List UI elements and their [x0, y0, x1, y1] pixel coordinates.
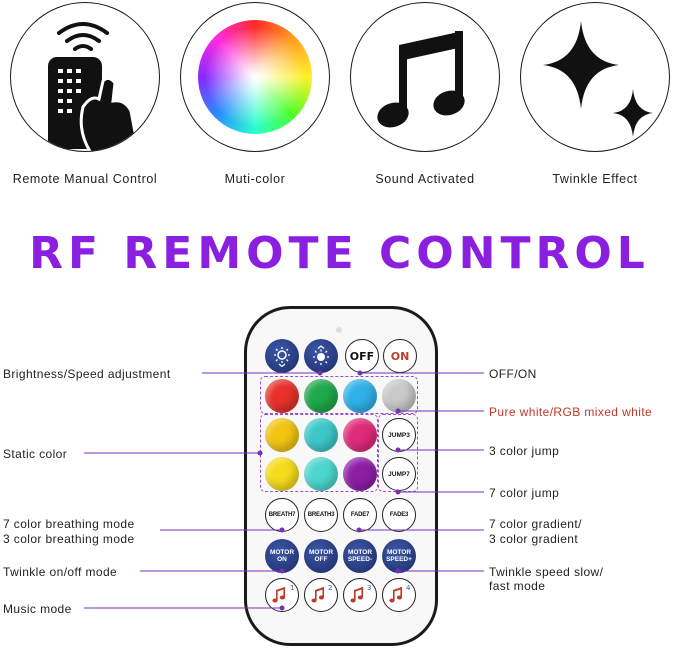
- music-note-icon: 4: [389, 584, 411, 603]
- music-mode-2-button[interactable]: 2: [304, 578, 338, 612]
- color-light-yellow-button[interactable]: [265, 457, 299, 491]
- jump7-label: JUMP7: [388, 470, 410, 478]
- callout-brightness: Brightness/Speed adjustment: [3, 367, 171, 381]
- color-white-button[interactable]: [382, 379, 416, 413]
- feature-label: Twinkle Effect: [552, 172, 638, 186]
- motor-off-button[interactable]: MOTOR OFF: [304, 539, 338, 573]
- color-red-button[interactable]: [265, 379, 299, 413]
- feature-label: Muti-color: [224, 172, 286, 186]
- music-note-icon: 1: [272, 584, 294, 603]
- feature-label: Remote Manual Control: [12, 172, 158, 186]
- music-note-icon: 3: [350, 584, 371, 603]
- sun-up-icon: [313, 345, 329, 365]
- speed-up-label-2: SPEED+: [386, 556, 412, 563]
- fade7-label: FADE7: [350, 512, 370, 518]
- color-cyan-button[interactable]: [304, 418, 338, 452]
- callout-twinkle-speed-1: Twinkle speed slow/: [489, 565, 604, 579]
- callout-breathing-3: 3 color breathing mode: [3, 532, 135, 546]
- breath3-label: BREATH3: [307, 512, 335, 518]
- fade3-label: FADE3: [389, 512, 409, 518]
- on-button[interactable]: ON: [383, 339, 417, 373]
- motor-on-label-1: MOTOR: [269, 549, 295, 556]
- music-number: 1: [290, 584, 294, 592]
- feature-circle: [10, 2, 160, 152]
- color-yellow-button[interactable]: [265, 418, 299, 452]
- off-button[interactable]: OFF: [345, 339, 379, 373]
- music-mode-4-button[interactable]: 4: [382, 578, 416, 612]
- sun-down-icon: [274, 347, 290, 367]
- feature-multi-color: Muti-color: [170, 0, 340, 186]
- fade3-button[interactable]: FADE3: [382, 498, 416, 532]
- jump3-label: JUMP3: [388, 431, 410, 439]
- speed-down-label-2: SPEED-: [347, 556, 373, 563]
- breath7-label: BREATH7: [268, 512, 296, 518]
- jump7-button[interactable]: JUMP7: [382, 457, 416, 491]
- color-aqua-button[interactable]: [304, 457, 338, 491]
- callout-twinkle-speed-2: fast mode: [489, 579, 546, 593]
- motor-off-label-1: MOTOR: [308, 549, 334, 556]
- feature-label: Sound Activated: [375, 172, 475, 186]
- off-label: OFF: [349, 349, 375, 363]
- callout-gradient-3: 3 color gradient: [489, 532, 579, 546]
- feature-remote-control: Remote Manual Control: [0, 0, 170, 186]
- color-pink-button[interactable]: [343, 418, 377, 452]
- color-wheel-icon: [198, 20, 312, 134]
- remote-hand-icon: [48, 22, 141, 151]
- brightness-down-button[interactable]: [265, 339, 299, 373]
- motor-speed-up-button[interactable]: MOTOR SPEED+: [382, 539, 416, 573]
- speed-down-label-1: MOTOR: [347, 549, 373, 556]
- color-green-button[interactable]: [304, 379, 338, 413]
- callout-jump7: 7 color jump: [489, 486, 560, 500]
- music-number: 2: [328, 584, 332, 592]
- color-group-outline: [260, 376, 418, 414]
- callout-off-on: OFF/ON: [489, 367, 537, 381]
- callout-music-mode: Music mode: [3, 602, 72, 616]
- music-mode-3-button[interactable]: 3: [343, 578, 377, 612]
- callout-jump3: 3 color jump: [489, 444, 560, 458]
- breath3-button[interactable]: BREATH3: [304, 498, 338, 532]
- motor-off-label-2: OFF: [314, 556, 328, 563]
- ir-sensor-dot: [336, 327, 342, 333]
- music-number: 3: [367, 584, 371, 592]
- motor-on-label-2: ON: [277, 556, 287, 563]
- music-mode-1-button[interactable]: 1: [265, 578, 299, 612]
- motor-on-button[interactable]: MOTOR ON: [265, 539, 299, 573]
- feature-sound-activated: Sound Activated: [340, 0, 510, 186]
- callout-twinkle-onoff: Twinkle on/off mode: [3, 565, 118, 579]
- color-purple-button[interactable]: [343, 457, 377, 491]
- motor-speed-down-button[interactable]: MOTOR SPEED-: [343, 539, 377, 573]
- brightness-up-button[interactable]: [304, 339, 338, 373]
- feature-circle: [180, 2, 330, 152]
- callout-gradient-7: 7 color gradient/: [489, 517, 582, 531]
- callout-static-color: Static color: [3, 447, 68, 461]
- page-title: RF REMOTE CONTROL: [29, 228, 650, 279]
- music-note-icon: 2: [311, 584, 332, 603]
- fade7-button[interactable]: FADE7: [343, 498, 377, 532]
- music-number: 4: [406, 584, 411, 592]
- on-label: ON: [390, 349, 410, 363]
- speed-up-label-1: MOTOR: [386, 549, 412, 556]
- feature-circle: [520, 2, 670, 152]
- sparkle-icon: [543, 21, 653, 137]
- callout-pure-white: Pure white/RGB mixed white: [489, 405, 653, 419]
- jump3-button[interactable]: JUMP3: [382, 418, 416, 452]
- callout-breathing-7: 7 color breathing mode: [3, 517, 135, 531]
- feature-circle: [350, 2, 500, 152]
- color-blue-button[interactable]: [343, 379, 377, 413]
- music-note-icon: [377, 31, 465, 128]
- breath7-button[interactable]: BREATH7: [265, 498, 299, 532]
- feature-twinkle-effect: Twinkle Effect: [510, 0, 679, 186]
